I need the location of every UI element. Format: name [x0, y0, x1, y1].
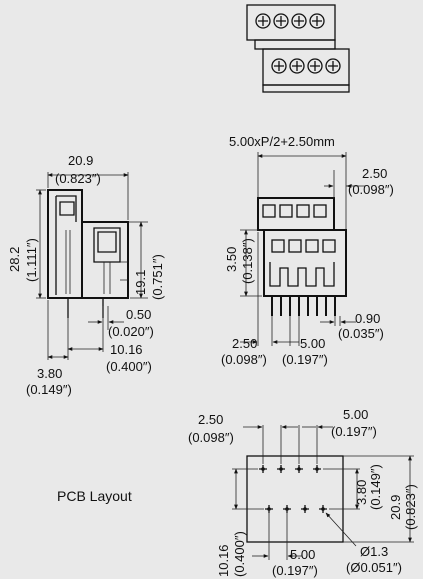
pcb-layout-label: PCB Layout: [57, 488, 132, 504]
side-width-in: (0.823″): [55, 171, 101, 186]
pcb-holes: [259, 465, 327, 513]
front-pitch-in: (0.197″): [282, 352, 328, 367]
pcb-vpitch-mm: 10.16: [216, 544, 231, 577]
front-height-mm: 3.50: [224, 247, 239, 272]
bottom-screw-row: [271, 58, 341, 74]
side-pin-mm: 0.50: [126, 307, 151, 322]
pcb-bottom-pitch-in: (0.197″): [272, 563, 318, 578]
side-pitch-in: (0.400″): [106, 359, 152, 374]
pcb-hole-in: (Ø0.051″): [346, 560, 402, 575]
pcb-row-mm: 3.80: [354, 480, 369, 505]
pcb-row-in: (0.149″): [368, 464, 383, 510]
front-lower-terminals: [271, 239, 336, 253]
side-inner-height-in: (0.751″): [150, 254, 165, 300]
front-pin-mm: 0.90: [355, 311, 380, 326]
pcb-height-in: (0.823″): [403, 484, 418, 530]
pcb-edge-mm: 2.50: [198, 412, 223, 427]
top-view-connector: [246, 4, 350, 93]
pcb-height-mm: 20.9: [388, 495, 403, 520]
pcb-edge-in: (0.098″): [188, 430, 234, 445]
side-height-in: (1.111″): [24, 238, 39, 282]
pcb-hole-mm: Ø1.3: [360, 544, 388, 559]
front-view: 5.00xP/2+2.50mm 2.50 (0.098″): [221, 134, 394, 367]
front-edge-mm: 2.50: [362, 166, 387, 181]
side-view: 20.9 (0.823″) 28.2 (1.111″) 19.1 (0.751″…: [7, 153, 165, 397]
front-formula: 5.00xP/2+2.50mm: [229, 134, 335, 149]
front-edge-in: (0.098″): [348, 182, 394, 197]
front-left-mm: 2.50: [232, 336, 257, 351]
pcb-pitch-in: (0.197″): [331, 424, 377, 439]
front-pitch-mm: 5.00: [300, 336, 325, 351]
pcb-pitch-mm: 5.00: [343, 407, 368, 422]
pcb-layout: PCB Layout 2.50 (0.098″) 5.00 (0.197″) 3…: [57, 407, 418, 578]
top-screw-row: [255, 13, 325, 29]
pcb-bottom-pitch-mm: 5.00: [290, 547, 315, 562]
front-pins: [271, 296, 336, 316]
side-height-mm: 28.2: [7, 247, 22, 272]
side-offset-mm: 3.80: [37, 366, 62, 381]
front-left-in: (0.098″): [221, 352, 267, 367]
front-height-in: (0.138″): [240, 238, 255, 284]
front-pin-in: (0.035″): [338, 326, 384, 341]
side-pitch-mm: 10.16: [110, 342, 143, 357]
front-upper-terminals: [262, 204, 327, 218]
side-offset-in: (0.149″): [26, 382, 72, 397]
side-pin-in: (0.020″): [108, 324, 154, 339]
side-inner-height-mm: 19.1: [133, 270, 148, 295]
side-width-mm: 20.9: [68, 153, 93, 168]
pcb-vpitch-in: (0.400″): [232, 531, 247, 577]
